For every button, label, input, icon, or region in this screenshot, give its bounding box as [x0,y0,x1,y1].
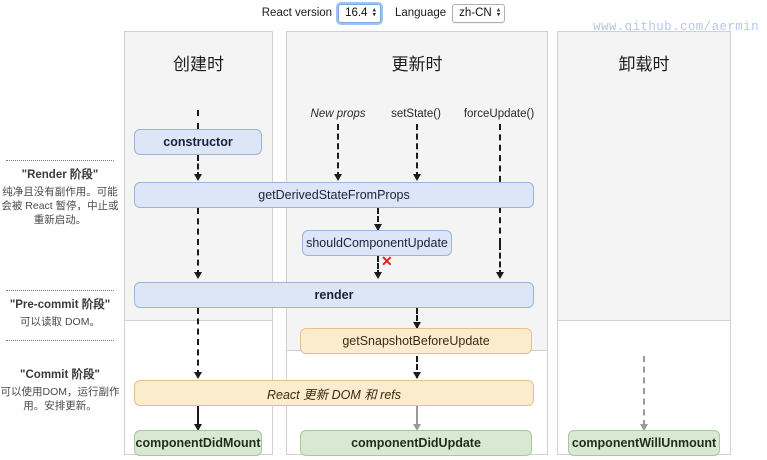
node-get-derived-state-from-props[interactable]: getDerivedStateFromProps [134,182,534,208]
legend-render-phase: "Render 阶段" 纯净且没有副作用。可能会被 React 暂停，中止或重新… [0,166,120,227]
arrowhead-new-props [333,174,342,181]
connector-new-props [337,124,339,178]
legend-title-pre-commit: "Pre-commit 阶段" [9,299,111,311]
legend-commit-phase: "Commit 阶段" 可以使用DOM，运行副作用。安排更新。 [0,366,120,413]
legend-separator-render [6,160,114,161]
arrowhead-will-unmount [639,424,648,431]
phase-rule-pre-commit-unmount [558,320,730,321]
node-component-will-unmount[interactable]: componentWillUnmount [568,430,720,456]
language-select[interactable]: zh-CN ▴▾ [452,3,506,23]
node-get-snapshot-before-update[interactable]: getSnapshotBeforeUpdate [300,328,532,354]
stepper-icon[interactable]: ▴▾ [496,6,501,19]
arrowhead-gdsfp-mount [193,174,202,181]
skip-update-marker: ✕ [381,253,393,269]
legend-desc-pre-commit: 可以读取 DOM。 [20,316,100,328]
node-component-did-mount[interactable]: componentDidMount [134,430,262,456]
node-should-component-update[interactable]: shouldComponentUpdate [302,230,452,256]
node-react-updates-dom[interactable]: React 更新 DOM 和 refs [134,380,534,406]
arrowhead-force-update-render [495,272,504,279]
legend-title-commit: "Commit 阶段" [20,369,100,381]
arrowhead-did-update [412,424,421,431]
connector-force-update-lower [499,244,501,276]
connector-render-to-snapshot [416,308,418,328]
legend-desc-render: 纯净且没有副作用。可能会被 React 暂停，中止或重新启动。 [1,186,119,226]
language-label: Language [394,7,447,19]
language-value: zh-CN [459,6,492,19]
arrowhead-render-update [373,272,382,279]
stepper-icon[interactable]: ▴▾ [372,6,376,19]
connector-dom-to-did-mount [197,406,199,428]
arrowhead-did-mount [193,424,202,431]
connector-scu-to-render [377,256,379,276]
arrowhead-dom-update [412,372,421,379]
legend-separator-commit [6,340,114,341]
arrowhead-render-mount [193,272,202,279]
arrowhead-scu [373,224,382,231]
column-title-mounting: 创建时 [173,55,224,74]
lifecycle-diagram: 创建时 更新时 卸载时 "Render 阶段" 纯净且没有副作用。可能会被 Re… [0,26,767,460]
connector-constructor-to-gdsfp [197,155,199,178]
react-version-value: 16.4 [345,6,368,19]
arrowhead-snapshot [412,322,421,329]
node-component-did-update[interactable]: componentDidUpdate [300,430,532,456]
connector-set-state [416,124,418,178]
arrowhead-set-state [412,174,421,181]
trigger-new-props: New props [310,108,366,120]
react-version-label: React version [261,7,333,19]
legend-pre-commit-phase: "Pre-commit 阶段" 可以读取 DOM。 [0,296,120,329]
legend-separator-pre-commit [6,290,114,291]
watermark: www.github.com/aermin [593,20,759,34]
react-version-control: React version 16.4 ▴▾ [261,1,383,25]
connector-snapshot-to-dom [416,356,418,378]
connector-dom-to-did-update [416,406,418,428]
trigger-set-state: setState() [391,108,441,120]
node-render[interactable]: render [134,282,534,308]
toolbar: React version 16.4 ▴▾ Language zh-CN ▴▾ [0,0,767,26]
react-version-select[interactable]: 16.4 ▴▾ [336,1,383,25]
arrowhead-dom-mount [193,372,202,379]
language-control: Language zh-CN ▴▾ [394,3,506,23]
connector-gdsfp-to-scu [377,208,379,230]
column-title-updating: 更新时 [391,55,443,74]
connector-render-to-dom-mount [197,308,199,376]
connector-unmount [643,356,645,426]
legend-desc-commit: 可以使用DOM，运行副作用。安排更新。 [0,386,120,412]
column-title-unmounting: 卸载时 [618,55,670,74]
connector-constructor-in [197,110,199,129]
connector-gdsfp-to-render-mount [197,208,199,276]
node-constructor[interactable]: constructor [134,129,262,155]
trigger-force-update: forceUpdate() [463,108,535,120]
legend-title-render: "Render 阶段" [21,169,99,181]
